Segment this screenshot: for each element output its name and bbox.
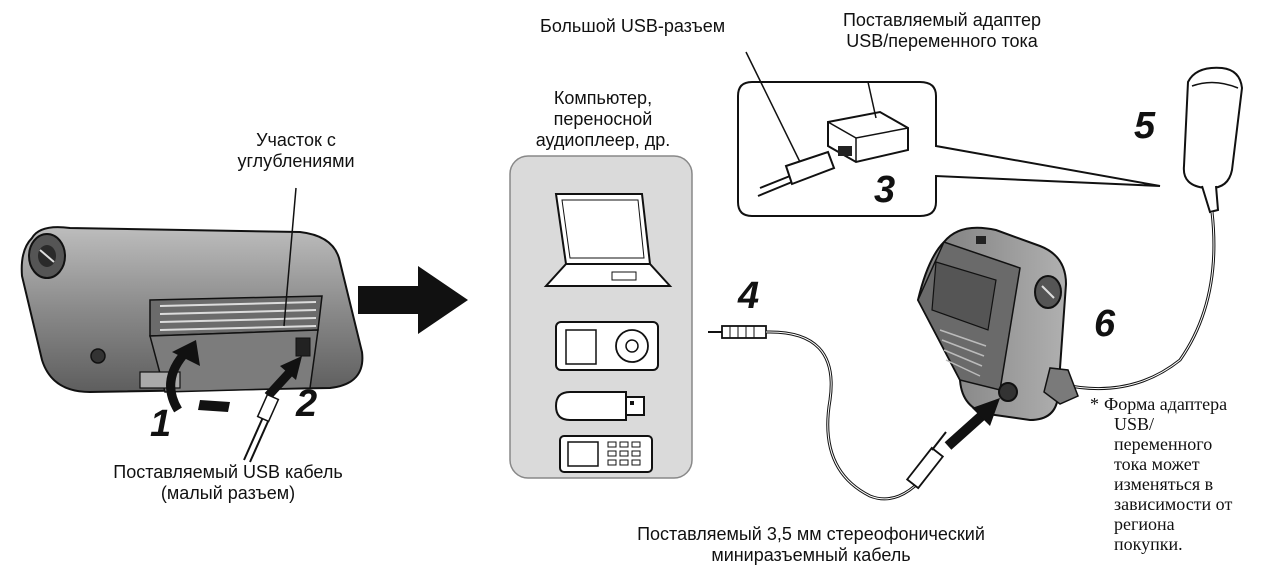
large-usb-leader — [745, 51, 801, 163]
footnote-line: региона — [1114, 514, 1175, 534]
computer-label-line: Компьютер, — [553, 88, 653, 108]
step-1: 1 — [150, 403, 172, 445]
footnote-line: зависимости от — [1114, 494, 1233, 514]
step-4: 4 — [738, 275, 760, 317]
mini-cable-label-line: миниразъемный кабель — [711, 545, 911, 565]
footnote-line: Форма адаптера — [1104, 394, 1228, 414]
phone-icon — [559, 435, 653, 473]
step-5: 5 — [1134, 105, 1156, 147]
computer-label-line: переносной — [553, 109, 653, 129]
insert-arrow-icon — [944, 408, 990, 450]
usb-cable-label-line: Поставляемый USB кабель — [113, 462, 343, 482]
footnote-line: переменного — [1114, 434, 1213, 454]
footnote-line: изменяться в — [1114, 474, 1214, 494]
mini-cable-label: Поставляемый 3,5 мм стереофонический мин… — [596, 524, 1026, 566]
grooves-leader — [283, 187, 297, 327]
speaker-device — [916, 226, 1079, 422]
arrow-right-icon — [358, 266, 468, 334]
usb-cable-label: Поставляемый USB кабель (малый разъем) — [78, 462, 378, 504]
mini-cable-label-line: Поставляемый 3,5 мм стереофонический — [637, 524, 985, 544]
plug-adapter-icon — [1059, 66, 1244, 390]
adapter-label-line: Поставляемый адаптер — [842, 10, 1042, 30]
large-usb-plug-icon — [757, 150, 836, 197]
grooves-label: Участок с углублениями — [196, 130, 396, 172]
adapter-callout — [737, 81, 1161, 217]
computer-label: Компьютер, переносной аудиоплеер, др. — [508, 88, 698, 151]
laptop-icon — [543, 193, 673, 287]
grooves-label-line: углублениями — [237, 151, 355, 171]
grooves-label-line: Участок с — [256, 130, 336, 150]
adapter-footnote: * Форма адаптера USB/ переменного тока м… — [1090, 394, 1232, 554]
footnote-line: тока может — [1114, 454, 1200, 474]
footnote-asterisk: * — [1090, 394, 1099, 414]
step-6: 6 — [1094, 303, 1116, 345]
step-2: 2 — [296, 383, 318, 425]
usb-cable-label-line: (малый разъем) — [160, 483, 296, 503]
adapter-label-line: USB/переменного тока — [846, 31, 1038, 51]
speaker-lying — [20, 226, 364, 463]
usb-stick-icon — [554, 391, 645, 421]
usb-ac-adapter-icon — [827, 110, 909, 164]
large-usb-label: Большой USB-разъем — [540, 16, 726, 36]
adapter-leader — [867, 81, 877, 119]
audio-player-icon — [555, 321, 659, 371]
computer-label-line: аудиоплеер, др. — [535, 130, 671, 150]
step-3: 3 — [874, 169, 896, 211]
footnote-line: USB/ — [1114, 414, 1155, 434]
mini-jack-cable — [708, 325, 947, 501]
adapter-label: Поставляемый адаптер USB/переменного ток… — [822, 10, 1062, 52]
footnote-line: покупки. — [1114, 534, 1183, 554]
